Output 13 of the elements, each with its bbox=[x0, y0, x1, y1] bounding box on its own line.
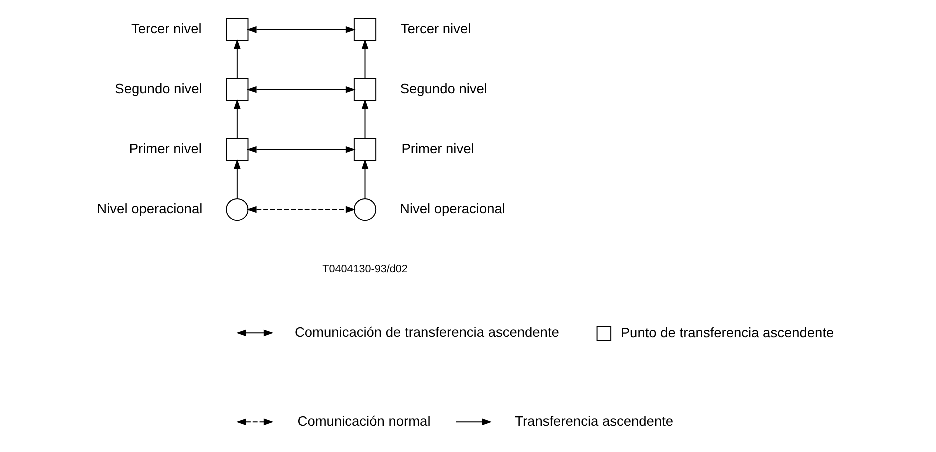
legend-label: Comunicación de transferencia ascendente bbox=[294, 324, 560, 340]
node-label: Nivel operacional bbox=[97, 201, 203, 216]
node-label: Primer nivel bbox=[129, 141, 202, 156]
node-label: Nivel operacional bbox=[400, 201, 506, 216]
node-label: Segundo nivel bbox=[115, 81, 202, 96]
node-label: Tercer nivel bbox=[131, 21, 202, 36]
node-label: Segundo nivel bbox=[400, 81, 488, 96]
legend-label: Transferencia ascendente bbox=[515, 414, 674, 429]
node-label: Primer nivel bbox=[402, 141, 474, 156]
legend-label: Punto de transferencia ascendente bbox=[620, 325, 834, 340]
label: T0404130-93/d02 bbox=[322, 264, 408, 276]
node-label: Tercer nivel bbox=[400, 21, 472, 36]
legend-label: Comunicación normal bbox=[298, 414, 431, 429]
